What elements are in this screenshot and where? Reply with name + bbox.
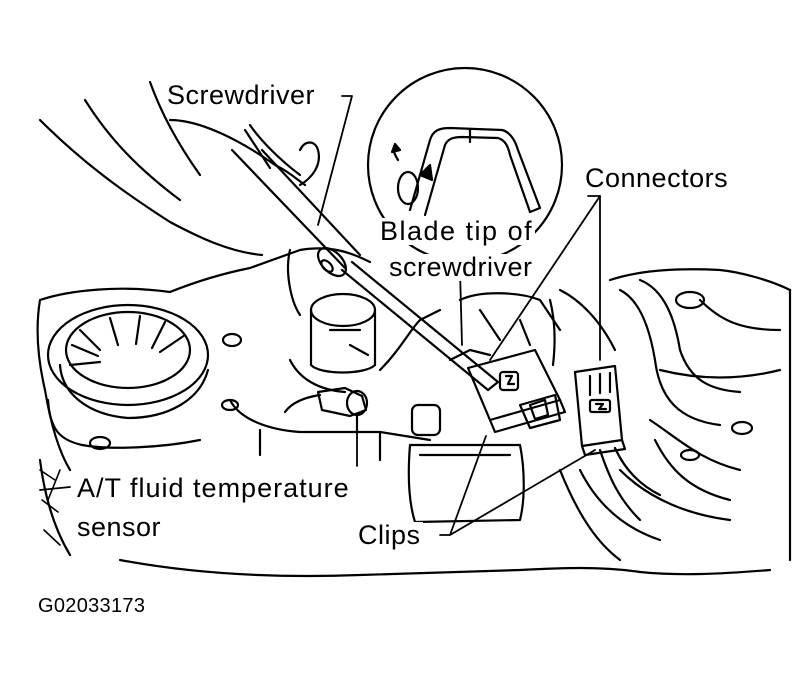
sensor-label-line2: sensor	[75, 512, 164, 542]
figure-id: G02033173	[38, 595, 146, 617]
connectors-label: Connectors	[583, 163, 731, 193]
leader-lines	[39, 95, 601, 536]
sensor-connector	[283, 308, 442, 434]
sensor-label-line1: A/T fluid temperature	[75, 473, 352, 503]
left-connector	[448, 348, 567, 434]
screwdriver-label: Screwdriver	[165, 80, 318, 110]
blade-tip-label-line1: Blade tip of	[378, 216, 536, 246]
screwdriver-leader	[317, 95, 353, 226]
left-housing	[46, 303, 243, 451]
right-connector	[573, 364, 662, 522]
screwdriver-and-hand	[38, 80, 500, 392]
clips-leader-right	[449, 449, 596, 536]
wiring-harness	[548, 278, 782, 562]
left-edge-hatching	[39, 469, 61, 546]
central-cylinder	[286, 248, 377, 394]
valve-body	[228, 292, 562, 524]
clips-label: Clips	[356, 520, 423, 550]
sensor-label-leader	[39, 486, 71, 491]
blade-tip-label-line2: screwdriver	[387, 252, 535, 282]
blade-tip-leader	[459, 269, 463, 346]
